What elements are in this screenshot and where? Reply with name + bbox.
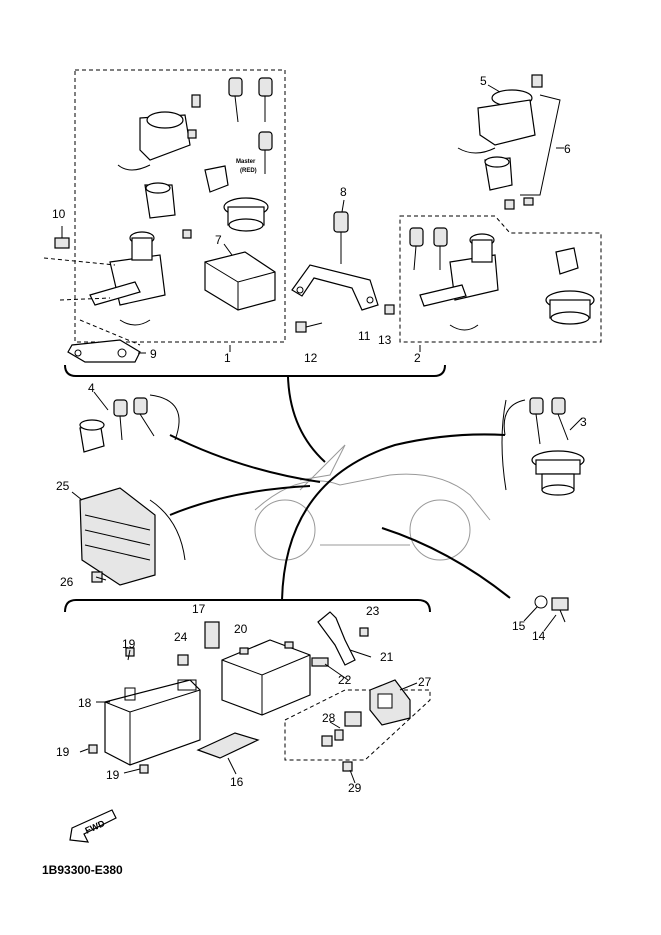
callout-20: 20 xyxy=(234,622,248,636)
leader-lines xyxy=(149,376,526,601)
part-29-screw xyxy=(342,761,353,772)
part-19-bolt-c xyxy=(139,764,149,774)
part-28-coupler xyxy=(344,711,362,727)
part-10-bolt xyxy=(54,226,70,249)
kit-bracket-bottom xyxy=(64,599,431,613)
part-17-pad xyxy=(204,621,220,649)
part-14-switch xyxy=(551,597,569,623)
callout-24: 24 xyxy=(174,630,188,644)
callout-19c: 19 xyxy=(106,768,120,782)
part-1-main-switch-assembly xyxy=(43,77,273,346)
callout-27: 27 xyxy=(418,675,432,689)
kit-bracket-top xyxy=(64,364,446,377)
callout-21: 21 xyxy=(380,650,394,664)
part-5-switch-body xyxy=(457,74,543,210)
callout-18: 18 xyxy=(78,696,92,710)
callout-25: 25 xyxy=(56,479,70,493)
callout-19a: 19 xyxy=(122,637,136,651)
part-8-key xyxy=(333,199,349,264)
callout-22: 22 xyxy=(338,673,352,687)
callout-8: 8 xyxy=(340,185,347,199)
part-22-pad xyxy=(311,657,329,667)
callout-28: 28 xyxy=(322,711,336,725)
callout-4: 4 xyxy=(88,381,95,395)
callout-29: 29 xyxy=(348,781,362,795)
callout-leaders xyxy=(71,84,583,784)
callout-2: 2 xyxy=(414,351,421,365)
part-6-leader xyxy=(520,94,561,196)
part-20-battery xyxy=(221,639,311,716)
callout-9: 9 xyxy=(150,347,157,361)
part-16-sheet xyxy=(196,732,260,759)
callout-15: 15 xyxy=(512,619,526,633)
part-27-27-box xyxy=(284,689,431,761)
callout-10: 10 xyxy=(52,207,66,221)
part-9-plate xyxy=(67,339,141,363)
callout-1: 1 xyxy=(224,351,231,365)
callout-5: 5 xyxy=(480,74,487,88)
callout-11: 11 xyxy=(358,329,371,343)
callout-23: 23 xyxy=(366,604,380,618)
part-28-terminal-b xyxy=(334,729,344,741)
callout-7: 7 xyxy=(215,233,222,247)
group-box-1 xyxy=(74,69,286,343)
callout-14: 14 xyxy=(532,629,546,643)
part-21-bracket xyxy=(317,611,356,666)
motorcycle-silhouette xyxy=(254,444,491,561)
callout-13: 13 xyxy=(378,333,392,347)
part-19-bolt-b xyxy=(88,744,98,754)
part-15-washer xyxy=(534,595,548,609)
part-25-rectifier xyxy=(79,487,186,586)
callout-26: 26 xyxy=(60,575,74,589)
callout-19b: 19 xyxy=(56,745,70,759)
part-12-bolt xyxy=(295,321,307,333)
master-key-note-line1: Master xyxy=(236,159,256,165)
fwd-arrow: FWD xyxy=(69,809,117,843)
part-11-bracket xyxy=(291,264,379,311)
callout-17: 17 xyxy=(192,602,206,616)
master-key-note-line2: (RED) xyxy=(240,168,257,174)
part-18-battery-case xyxy=(104,679,201,766)
part-28-terminal-a xyxy=(321,735,333,747)
callout-12: 12 xyxy=(304,351,318,365)
diagram-code: 1B93300-E380 xyxy=(42,863,123,877)
part-13-bolt xyxy=(384,304,395,315)
callout-6: 6 xyxy=(564,142,571,156)
part-24-clip xyxy=(177,654,189,666)
part-27-coupler-cover xyxy=(369,679,411,726)
part-2-switch-kit xyxy=(409,227,595,331)
group-box-2 xyxy=(399,215,602,343)
callout-3: 3 xyxy=(580,415,587,429)
part-7-ecu xyxy=(204,243,276,311)
part-3-cap-set xyxy=(501,397,585,496)
part-4-lock-set xyxy=(79,397,155,453)
callout-16: 16 xyxy=(230,775,244,789)
part-23-screw xyxy=(359,627,369,637)
